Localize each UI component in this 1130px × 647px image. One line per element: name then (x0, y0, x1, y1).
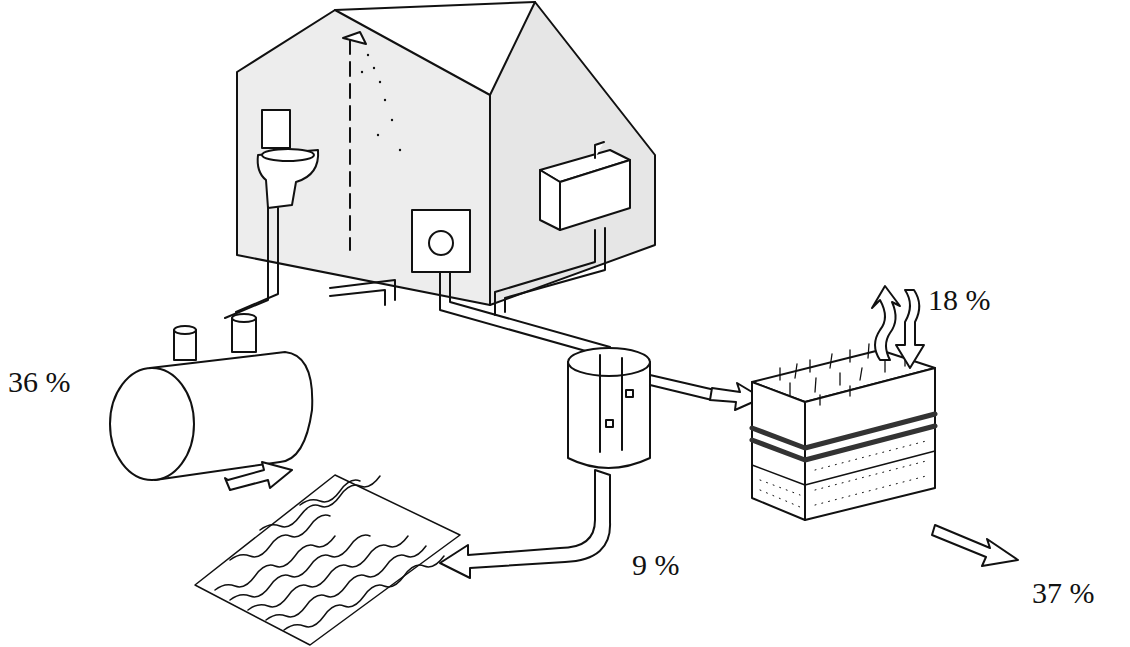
trap-port (606, 420, 613, 427)
house (237, 2, 655, 305)
percentage-label: 36 % (8, 367, 71, 397)
toilet-seat (262, 149, 314, 161)
tank-hatch-top (174, 326, 196, 334)
trap-top (568, 348, 650, 376)
percentage-label: 37 % (1032, 578, 1095, 608)
roof-ridge (335, 2, 535, 10)
shower-spray (361, 54, 401, 151)
shower-head (343, 32, 366, 44)
tank-hatch (232, 318, 256, 352)
shower (343, 32, 401, 250)
sink-tap (595, 142, 604, 158)
percentage-label: 9 % (632, 550, 680, 580)
toilet-cistern (262, 110, 290, 148)
pipe (450, 272, 610, 347)
sink-side (560, 160, 630, 230)
filter-layer (752, 451, 935, 485)
infiltration-field (195, 475, 460, 645)
drain-pipes (225, 208, 610, 355)
spray-drop (373, 67, 375, 69)
field-waves (215, 476, 444, 630)
machine-door (429, 231, 453, 255)
trap-port (626, 390, 633, 397)
field-outline (195, 475, 460, 645)
house-gable-wall (237, 10, 490, 305)
spray-drop (367, 54, 369, 56)
outflow-arrow (932, 525, 1018, 566)
shower-pipe (349, 40, 351, 250)
evaporation-arrow (872, 286, 900, 360)
kitchen-sink (540, 142, 630, 230)
spray-drop (379, 81, 381, 83)
toilet-bowl (258, 150, 318, 208)
flow-arrow (440, 470, 610, 578)
infiltration-arrow (896, 290, 924, 368)
spray-drop (384, 99, 386, 101)
trap-baffle (600, 355, 622, 452)
filter-grit (760, 440, 930, 507)
trap-body (568, 362, 650, 468)
spray-drop (391, 119, 393, 121)
toilet (258, 110, 318, 208)
soil-filter (752, 344, 935, 520)
tank-hatch-top (232, 314, 256, 322)
pipe (505, 228, 605, 312)
spray-drop (377, 134, 379, 136)
house-long-wall (490, 2, 655, 305)
sink-front (540, 170, 560, 230)
pipe (236, 208, 278, 312)
machine-body (412, 210, 470, 272)
pipe (495, 230, 595, 315)
flow-arrow (225, 462, 292, 490)
filter-layer (752, 414, 935, 460)
spray-drop (399, 149, 401, 151)
grease-trap (568, 348, 650, 468)
washing-machine (412, 210, 470, 272)
spray-drop (361, 71, 363, 73)
tank-end (110, 368, 194, 480)
septic-tank (110, 314, 312, 480)
percentage-label: 18 % (928, 285, 991, 315)
pipe (650, 375, 715, 400)
pipe (330, 290, 385, 305)
